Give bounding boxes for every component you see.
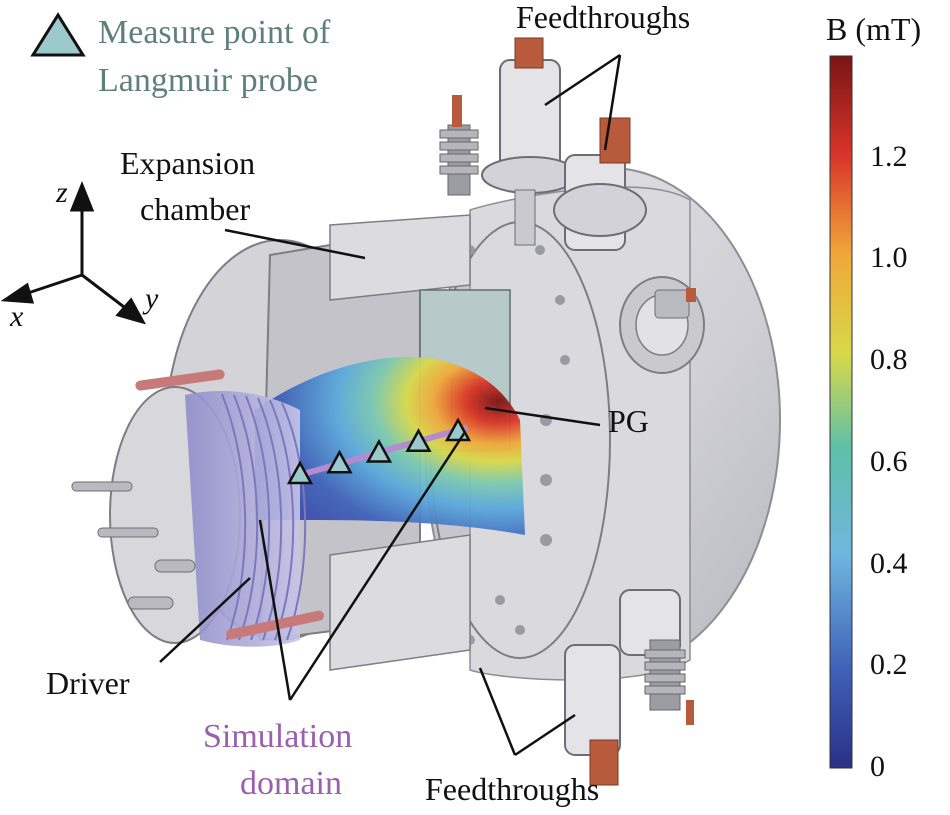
measure-point-marker — [286, 460, 314, 485]
feedthroughs-bottom-label: Feedthroughs — [425, 771, 600, 807]
pg-label: PG — [608, 403, 649, 439]
simulation-domain-label-line1: Simulation — [203, 718, 353, 755]
field-map — [255, 357, 525, 535]
measure-point-marker — [365, 438, 393, 463]
axis-z-label: z — [56, 176, 68, 209]
colorbar-tick-label: 0.6 — [870, 444, 908, 478]
expansion-chamber-label-line1: Expansion — [120, 145, 256, 181]
axis-x-label: x — [10, 300, 24, 333]
legend-text-line2: Langmuir probe — [98, 62, 318, 99]
axis-y-label: y — [145, 282, 159, 315]
measure-point-marker — [326, 449, 353, 474]
callout-lines — [159, 53, 622, 757]
legend-text-line1: Measure point of — [98, 14, 331, 51]
colorbar — [829, 55, 853, 769]
colorbar-tick-label: 1.0 — [870, 241, 908, 275]
colorbar-tick-label: 1.2 — [870, 139, 908, 173]
feedthroughs-top-label: Feedthroughs — [516, 0, 691, 35]
driver-coil — [71, 369, 325, 647]
side-port — [619, 276, 705, 374]
feedthroughs-bottom-hardware — [564, 589, 694, 786]
coordinate-axes — [0, 180, 147, 325]
colorbar-tick-label: 0.8 — [870, 343, 908, 377]
measure-point-marker — [405, 428, 432, 452]
legend-triangle-icon — [30, 12, 86, 57]
colorbar-tick-label: 0 — [870, 750, 885, 783]
feedthroughs-top-hardware — [439, 37, 647, 251]
expansion-chamber-label-line2: chamber — [140, 191, 251, 227]
simulation-domain-label-line2: domain — [240, 765, 342, 802]
colorbar-tick-label: 0.2 — [870, 648, 908, 682]
driver-label: Driver — [46, 665, 130, 701]
colorbar-tick-label: 0.4 — [870, 546, 908, 580]
colorbar-title: B (mT) — [826, 11, 922, 47]
